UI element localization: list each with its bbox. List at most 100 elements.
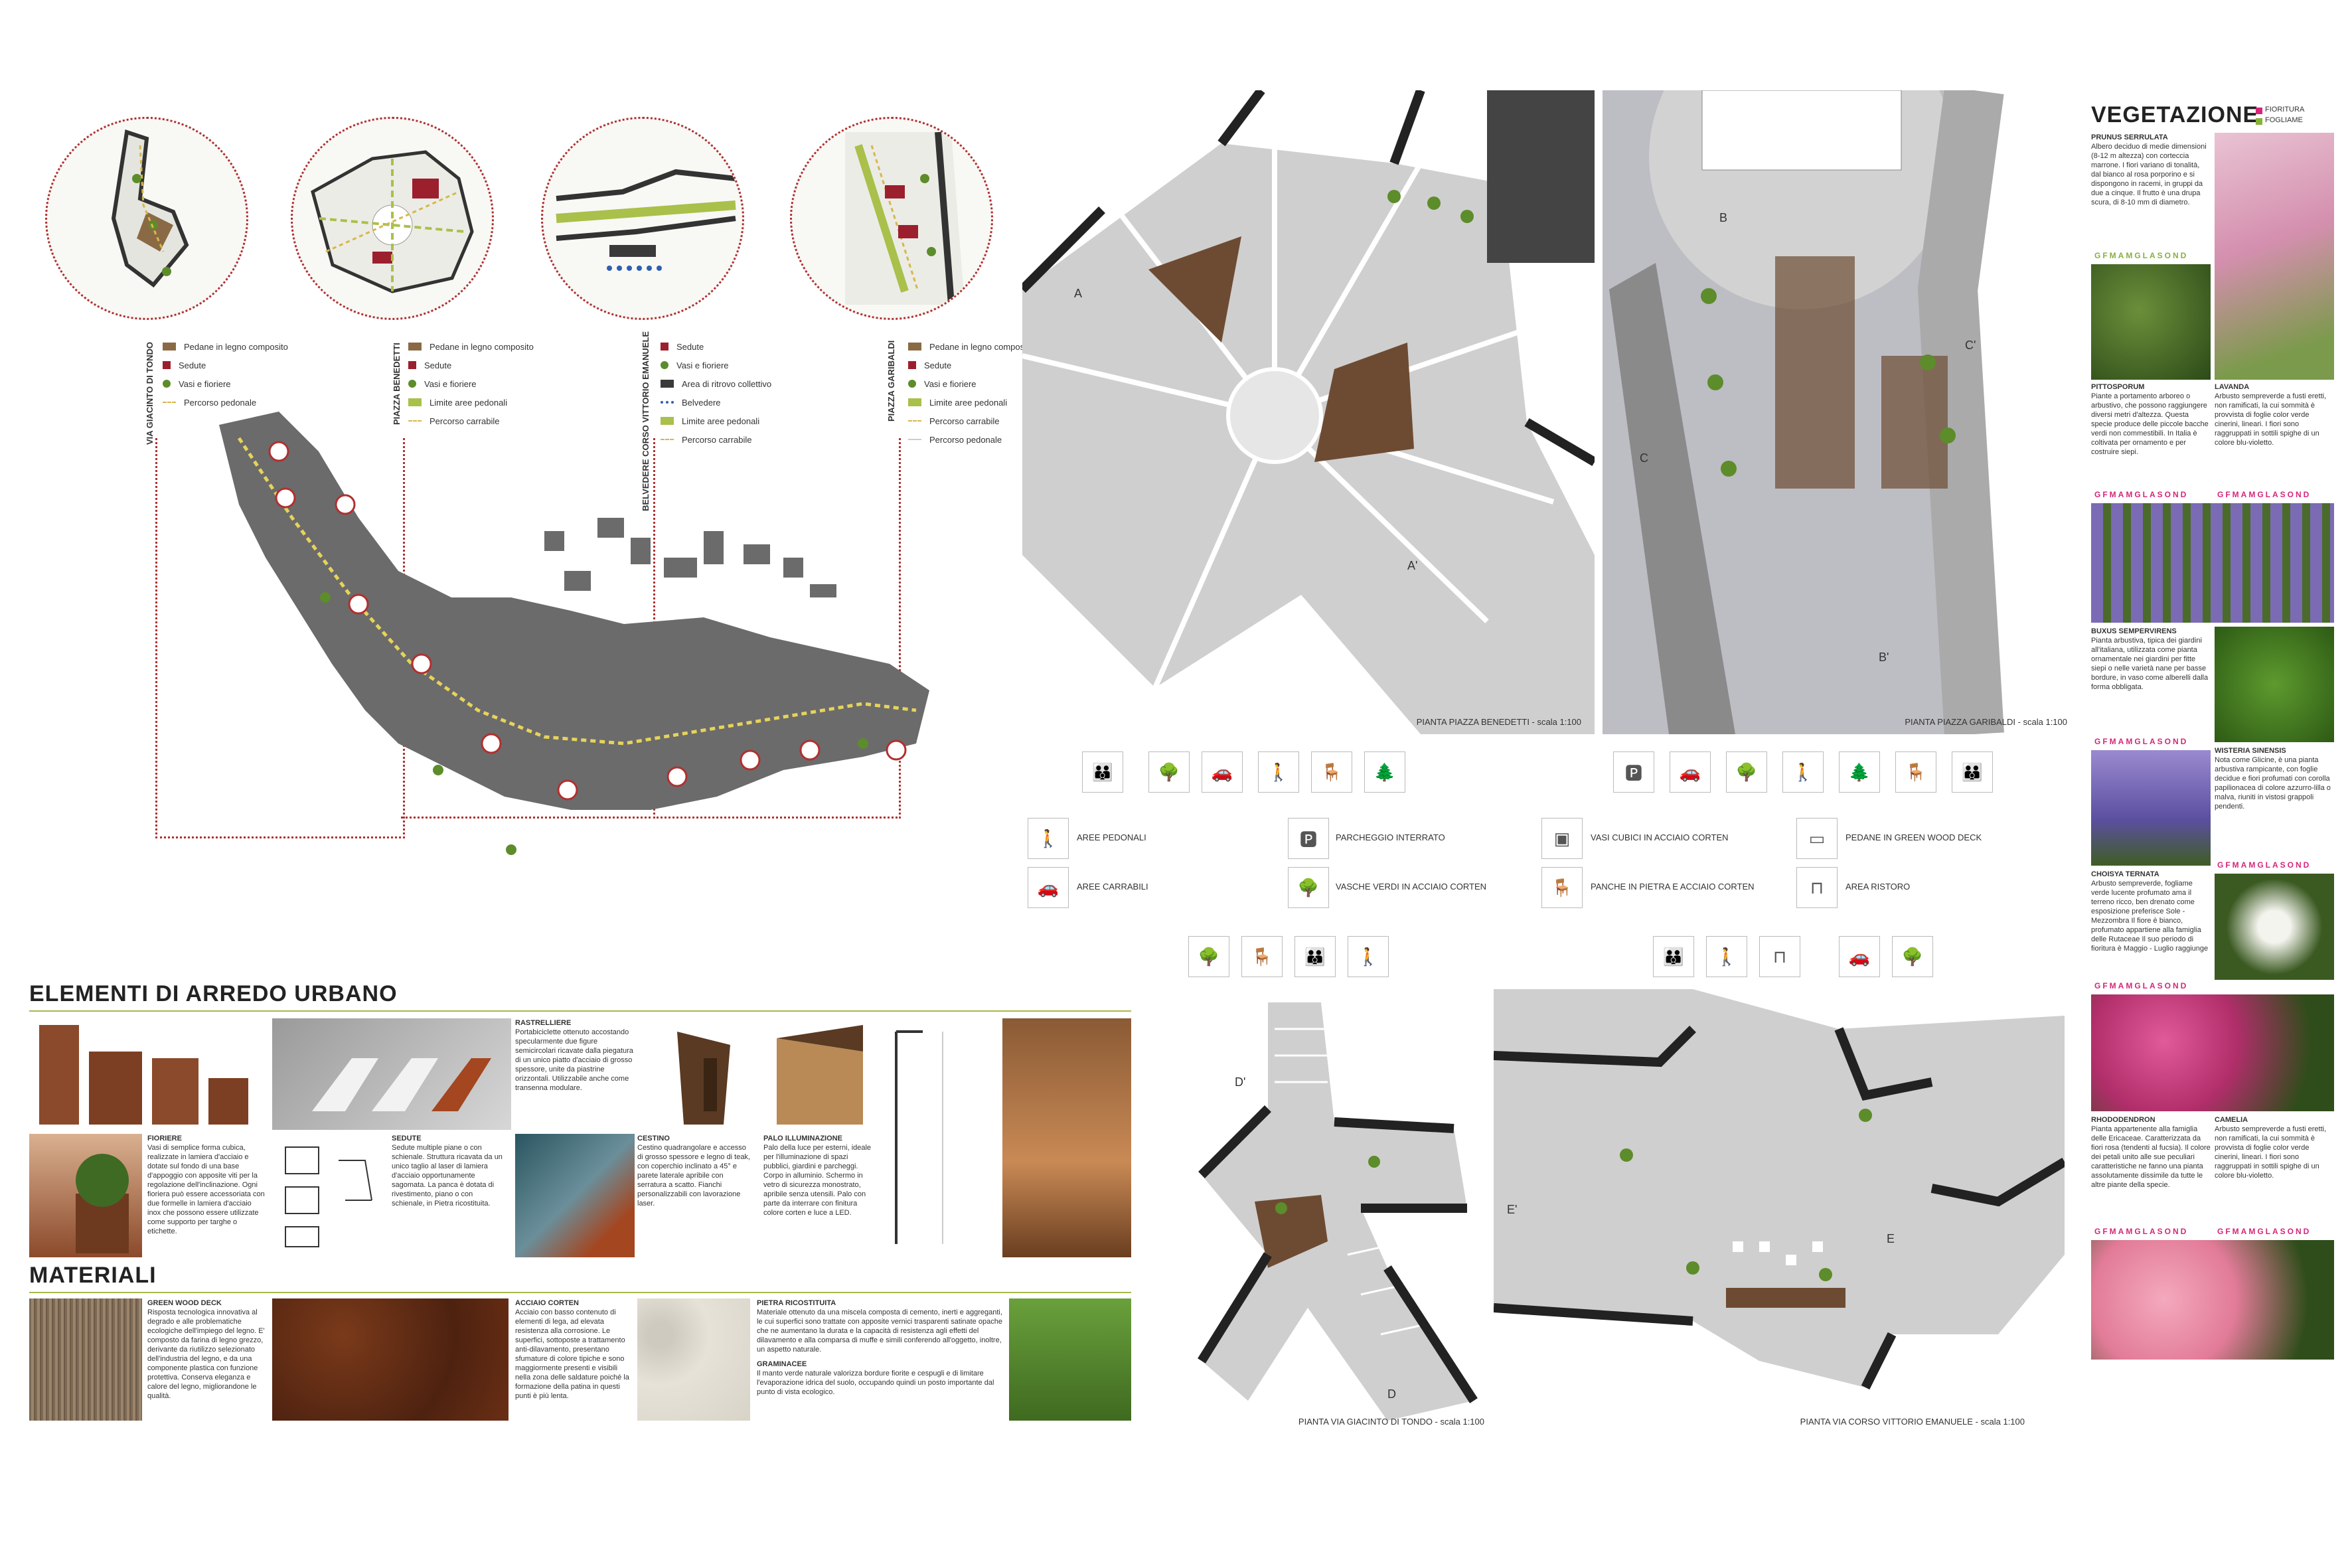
section-mark-a: A	[1074, 287, 1083, 300]
circle-via-giacinto	[45, 117, 248, 320]
circle-piazza-benedetti	[291, 117, 494, 320]
tree-icon: 🌳	[1148, 751, 1190, 793]
photo-fioriere	[29, 1018, 271, 1130]
cestino-drawing	[677, 1032, 730, 1125]
tree-icon-2: 🌳	[1726, 751, 1767, 793]
photo-pittosporum	[2091, 264, 2211, 380]
circle-title-1: VIA GIACINTO DI TONDO	[145, 341, 155, 445]
legend-fioritura: FIORITURA	[2265, 106, 2305, 114]
circle-belvedere-corso	[541, 117, 744, 320]
section-mark-c-prime: C'	[1965, 339, 1976, 352]
giacinto-drawing	[1198, 1002, 1478, 1421]
photo-wisteria	[2091, 750, 2211, 866]
rastrelliere-drawing	[312, 1058, 491, 1111]
deck-icon-legend: ▭	[1796, 818, 1838, 859]
legend-1: Pedane in legno composito Sedute Vasi e …	[163, 337, 288, 412]
graminacee-name: GRAMINACEE	[757, 1360, 807, 1368]
route-frame-3	[653, 438, 901, 819]
tree-icon-4: 🌳	[1892, 936, 1933, 977]
photo-cestino-2	[763, 1018, 876, 1130]
drawing-palo	[883, 1018, 996, 1257]
pedestrian-icon-2: 🚶	[1782, 751, 1824, 793]
car-icon-2: 🚗	[1670, 751, 1711, 793]
family-icon-2: 👪	[1952, 751, 1993, 793]
planter-icon-legend: ▣	[1541, 818, 1583, 859]
sample-green-wood	[29, 1298, 142, 1421]
vegetazione-title: VEGETAZIONE	[2091, 102, 2259, 127]
pedestrian-icon-legend: 🚶	[1028, 818, 1069, 859]
sample-pietra	[637, 1298, 750, 1421]
circle-map-4	[845, 131, 965, 305]
arredo-rule	[29, 1010, 1131, 1012]
photo-fioriere-2	[29, 1134, 142, 1257]
months-row-5: GFMAMGLASOND	[2094, 981, 2189, 990]
bench-icon-2: 🪑	[1895, 751, 1936, 793]
photo-prunus	[2215, 133, 2334, 380]
plan-via-giacinto: PIANTA VIA GIACINTO DI TONDO - scala 1:1…	[1188, 989, 1487, 1427]
pedestrian-icon: 🚶	[1258, 751, 1299, 793]
legend-fogliame: FOGLIAME	[2265, 116, 2303, 124]
months-row-1: GFMAMGLASOND	[2094, 251, 2189, 260]
pedestrian-icon-3: 🚶	[1348, 936, 1389, 977]
sample-corten	[272, 1298, 509, 1421]
plan-caption-benedetti: PIANTA PIAZZA BENEDETTI - scala 1:100	[1416, 717, 1581, 727]
symbol-label-1: AREE PEDONALI	[1077, 832, 1146, 842]
fioriere2-drawing	[76, 1154, 129, 1253]
graminacee-text: Il manto verde naturale valorizza bordur…	[757, 1370, 994, 1396]
photo-rhododendron	[2091, 994, 2334, 1111]
corso-drawing	[1494, 989, 2065, 1390]
family-icon: 👪	[1082, 751, 1123, 793]
months-row-6b: GFMAMGLASOND	[2217, 1227, 2312, 1236]
town-map	[219, 412, 929, 855]
section-mark-c: C	[1640, 451, 1648, 465]
sedute-drawing	[285, 1146, 372, 1247]
benedetti-drawing	[1022, 90, 1595, 734]
sample-graminacee	[1009, 1298, 1131, 1421]
photo-rastrelliere	[272, 1018, 511, 1130]
trees-icon-2: 🌲	[1839, 751, 1880, 793]
parking-icon: 🅿	[1613, 751, 1654, 793]
symbol-label-7: PEDANE IN GREEN WOOD DECK	[1845, 832, 1982, 842]
symbol-label-5: VASI CUBICI IN ACCIAIO CORTEN	[1591, 832, 1729, 842]
photo-sedute	[515, 1134, 635, 1257]
months-row-6: GFMAMGLASOND	[2094, 1227, 2189, 1236]
circle-map-3	[556, 169, 736, 271]
legend-2: Pedane in legno composito Sedute Vasi e …	[408, 337, 534, 430]
cestino2-drawing	[777, 1025, 863, 1125]
parking-icon-legend: 🅿	[1288, 818, 1329, 859]
family-icon-4: 👪	[1653, 936, 1694, 977]
circle-piazza-garibaldi	[790, 117, 993, 320]
symbol-label-6: PANCHE IN PIETRA E ACCIAIO CORTEN	[1591, 882, 1755, 892]
fioriere-drawing	[39, 1025, 248, 1125]
section-mark-a-prime: A'	[1407, 559, 1418, 572]
garibaldi-drawing	[1603, 90, 2080, 734]
plan-caption-garibaldi: PIANTA PIAZZA GARIBALDI - scala 1:100	[1905, 717, 2067, 727]
section-mark-d: D	[1387, 1387, 1396, 1401]
photo-cestino	[657, 1018, 750, 1130]
section-mark-b-prime: B'	[1879, 651, 1889, 664]
pedestrian-icon-4: 🚶	[1706, 936, 1747, 977]
trees-icon: 🌲	[1364, 751, 1405, 793]
family-icon-3: 👪	[1294, 936, 1336, 977]
table-icon: ⊓	[1759, 936, 1800, 977]
materiali-title: MATERIALI	[29, 1263, 157, 1288]
car-icon-legend: 🚗	[1028, 867, 1069, 908]
section-mark-d-prime: D'	[1235, 1075, 1246, 1089]
symbol-label-2: AREE CARRABILI	[1077, 882, 1148, 892]
circle-map-1	[111, 129, 189, 288]
bench-icon: 🪑	[1311, 751, 1352, 793]
bench-icon-3: 🪑	[1241, 936, 1283, 977]
